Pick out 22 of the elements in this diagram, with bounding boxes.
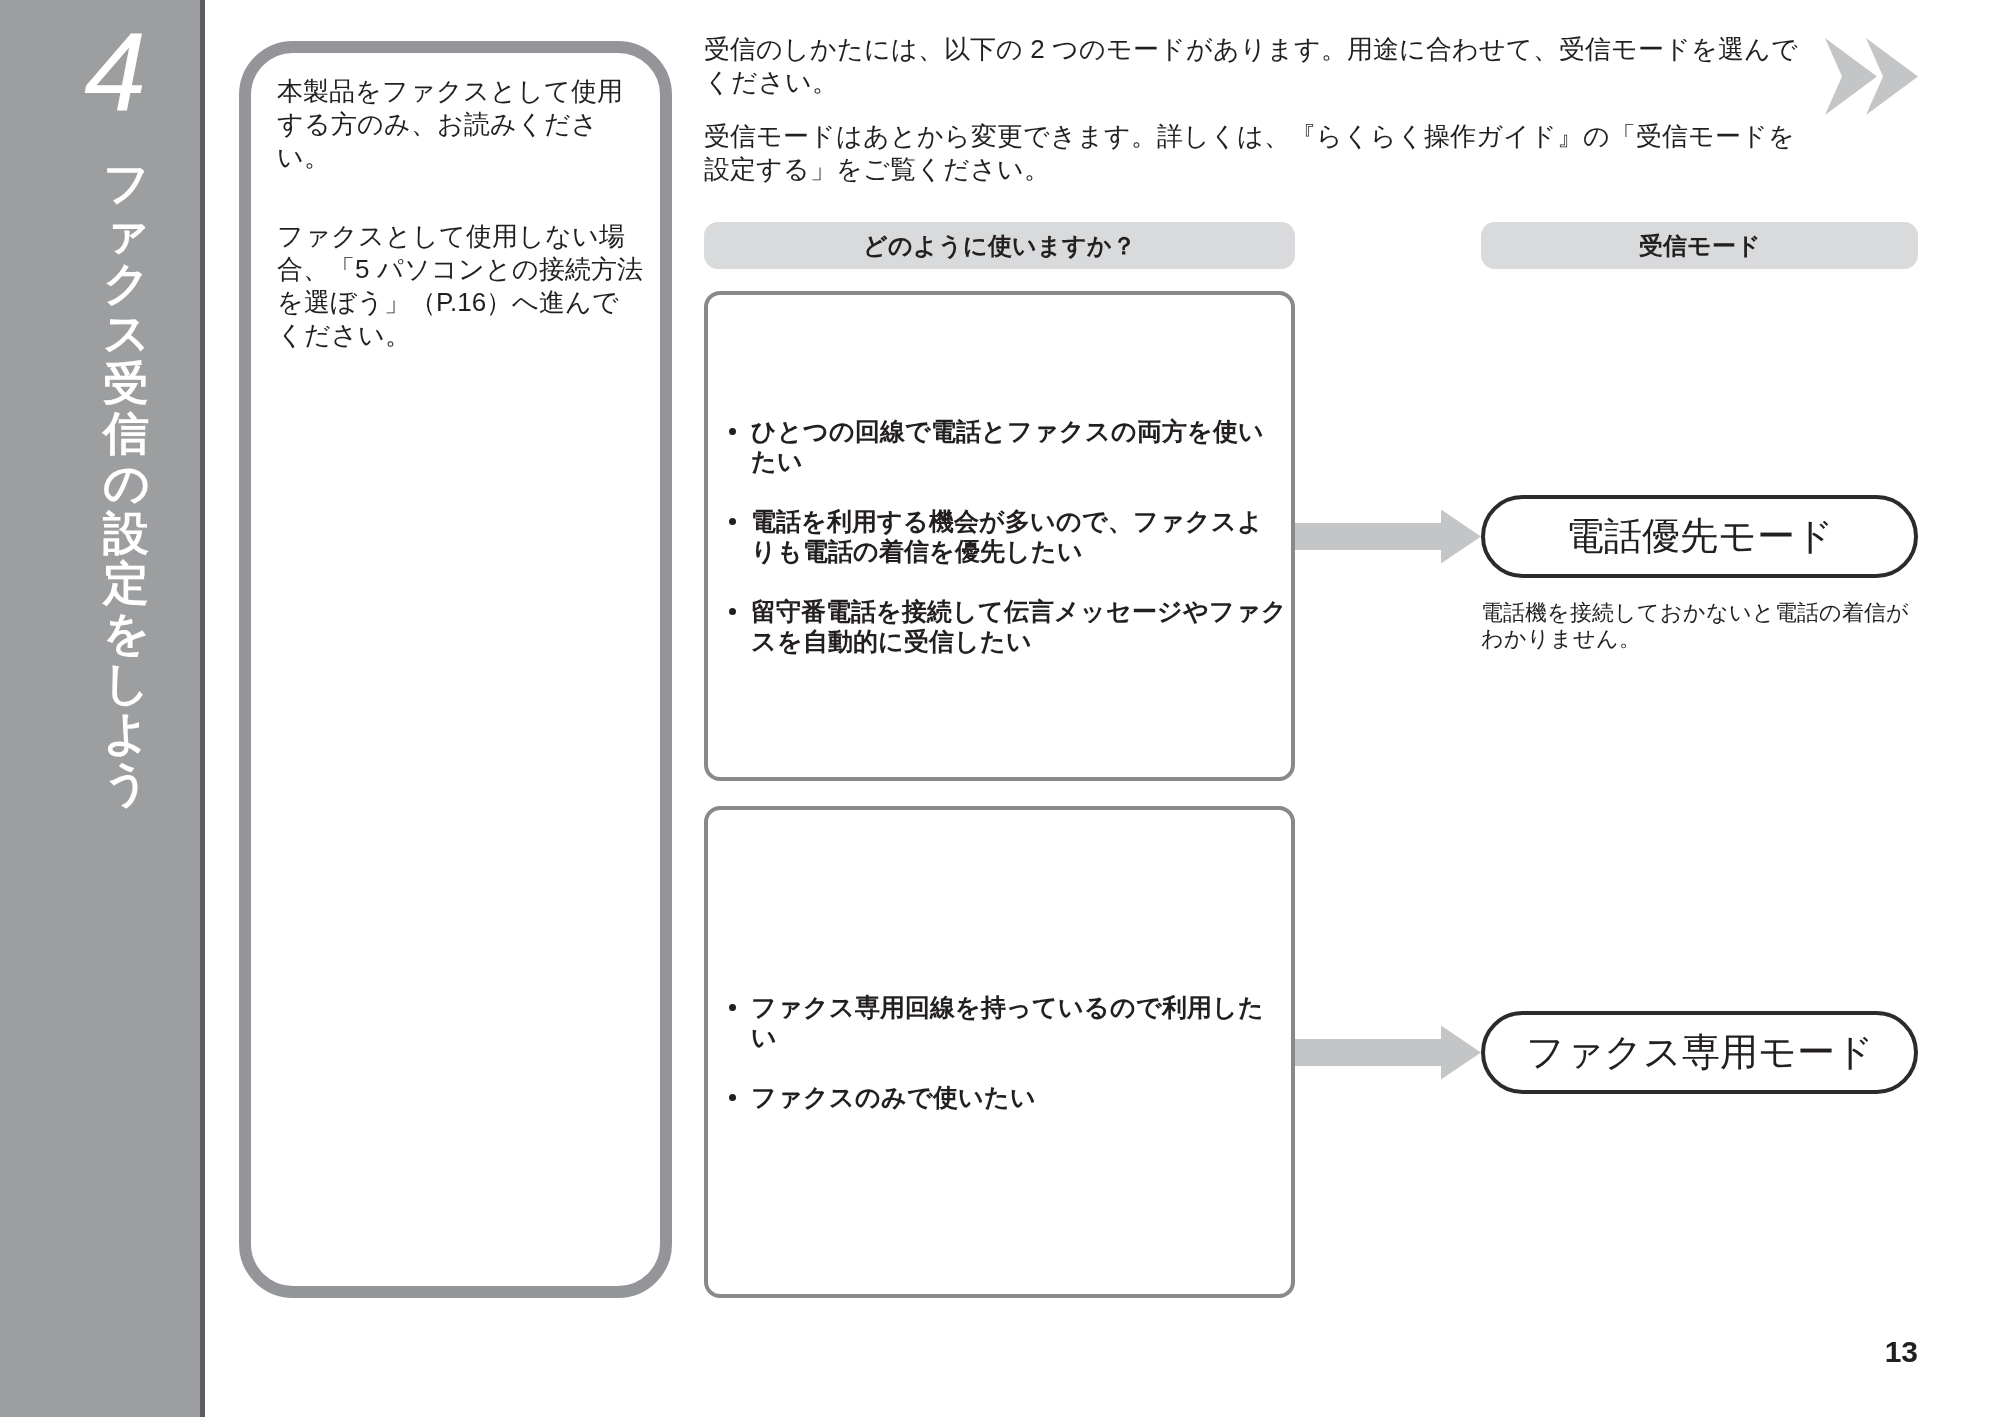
- usage-text: ひとつの回線で電話とファクスの両方を使いたい: [751, 416, 1265, 476]
- intro-text: 受信モードはあとから変更できます。詳しくは、『らくらく操作ガイド』の「受信モードを設定する」をご覧ください。: [704, 120, 1796, 186]
- usage-box: [704, 291, 1295, 781]
- intro-text: 受信のしかたには、以下の 2 つのモードがあります。用途に合わせて、受信モードを選んでください。: [704, 33, 1799, 99]
- usage-text: 留守番電話を接続して伝言メッセージやファクスを自動的に受信したい: [751, 596, 1287, 656]
- arrow: [1295, 509, 1481, 564]
- note-panel: [239, 41, 672, 1298]
- page-number: 13: [1883, 1334, 1918, 1370]
- note-text: ファクスとして使用しない場合、「5 パソコンとの接続方法を選ぼう」（P.16）へ進んでください。: [277, 220, 644, 352]
- mode-box: ファクス専用モード: [1481, 1011, 1918, 1094]
- mode-box: 電話優先モード: [1481, 495, 1918, 578]
- step-number: 4: [84, 16, 147, 128]
- usage-text: ファクスのみで使いたい: [751, 1082, 1036, 1112]
- column-header: どのように使いますか？: [704, 222, 1295, 269]
- usage-text: ファクス専用回線を持っているので利用したい: [751, 992, 1265, 1052]
- section-title: ファクス受信の設定をしよう: [101, 158, 151, 808]
- usage-text: 電話を利用する機会が多いので、ファクスよりも電話の着信を優先したい: [751, 506, 1264, 566]
- column-header: 受信モード: [1481, 222, 1918, 269]
- arrow: [1295, 1025, 1481, 1080]
- usage-box: [704, 806, 1295, 1298]
- mode-note: 電話機を接続しておかないと電話の着信がわかりません。: [1481, 600, 1910, 652]
- note-text: 本製品をファクスとして使用する方のみ、お読みください。: [277, 75, 624, 174]
